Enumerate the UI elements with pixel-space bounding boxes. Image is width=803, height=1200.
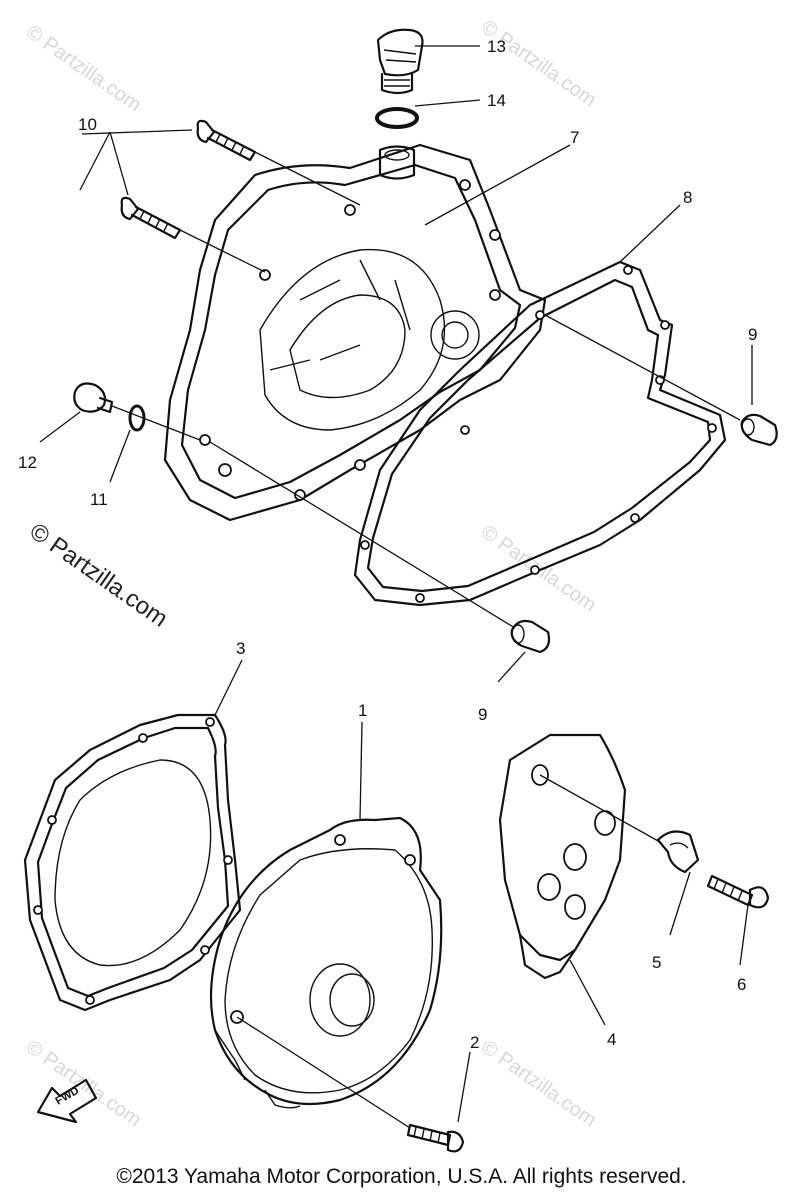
callout-12: 12	[18, 453, 37, 472]
callout-6: 6	[737, 975, 746, 994]
callout-14: 14	[487, 91, 506, 110]
part-6-bolt	[706, 874, 770, 909]
fwd-label: FWD	[54, 1085, 82, 1108]
watermark-text: © Partzilla.com	[22, 21, 145, 116]
callout-10: 10	[78, 115, 97, 134]
part-10-bolts	[120, 119, 257, 240]
callout-7: 7	[570, 128, 579, 147]
part-4-guard	[498, 733, 627, 980]
part-1-stator-cover	[209, 816, 443, 1109]
callout-5: 5	[652, 953, 661, 972]
watermark-text: © Partzilla.com	[477, 1036, 600, 1131]
part-2-screw	[406, 1123, 465, 1153]
callout-13: 13	[487, 37, 506, 56]
callout-9-upper: 9	[748, 325, 757, 344]
callout-11: 11	[90, 490, 108, 509]
assembly-lines	[39, 45, 753, 1129]
part-5-bracket	[656, 830, 700, 874]
callout-8: 8	[683, 188, 692, 207]
callout-4: 4	[607, 1030, 616, 1049]
callout-9-lower: 9	[478, 705, 487, 724]
part-13-filler-plug	[376, 28, 424, 95]
callouts: 13 14 7 8 9 9 10 11 12 3 1 2 4 5 6	[18, 37, 757, 1052]
part-7-crankcase-cover	[163, 143, 547, 522]
callout-3: 3	[236, 639, 245, 658]
part-12-plug	[73, 382, 114, 414]
callout-2: 2	[470, 1033, 479, 1052]
callout-1: 1	[358, 701, 367, 720]
part-8-gasket	[353, 260, 727, 607]
part-9-dowel-pin-lower	[510, 619, 551, 654]
watermark-side-text: © Partzilla.com	[25, 518, 173, 633]
watermark-text: © Partzilla.com	[22, 1036, 145, 1131]
part-3-cover-gasket	[23, 713, 242, 1012]
part-14-o-ring	[375, 107, 419, 129]
part-9-dowel-pin-upper	[740, 413, 778, 447]
copyright-notice: ©2013 Yamaha Motor Corporation, U.S.A. A…	[116, 1165, 687, 1188]
